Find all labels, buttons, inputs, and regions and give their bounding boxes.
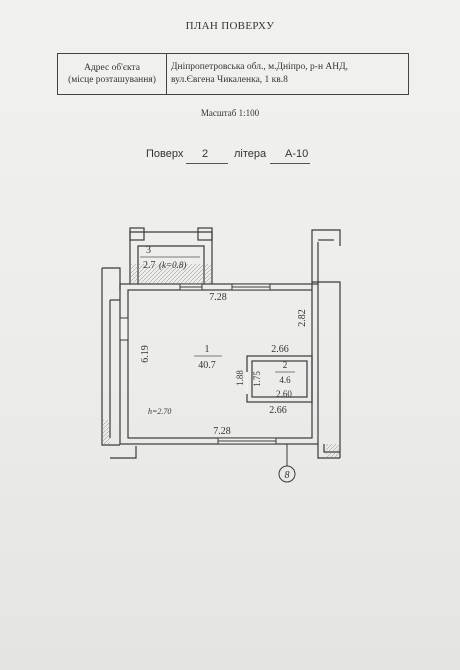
window-openings	[119, 283, 277, 445]
document-title: ПЛАН ПОВЕРХУ	[185, 20, 275, 32]
room-1-area: 40.7	[198, 360, 216, 371]
floor-label: Поверх	[146, 148, 184, 160]
address-label-line1: Адрес об'єкта	[84, 63, 140, 73]
dim-room2-left-inner: 1.75	[252, 371, 262, 387]
address-table: Адрес об'єкта (місце розташування) Дніпр…	[57, 53, 409, 95]
room-3-coefficient: (k=0.8)	[159, 260, 186, 270]
litera-label: літера	[234, 148, 267, 160]
address-value-cell: Дніпропетровська обл., м.Дніпро, р-н АНД…	[166, 53, 409, 95]
litera-value-underline	[270, 163, 310, 164]
room-3-number: 3	[146, 245, 151, 256]
ceiling-height-label: h=2.70	[148, 407, 171, 416]
room-2-number: 2	[283, 360, 288, 370]
address-value-line1: Дніпропетровська обл., м.Дніпро, р-н АНД…	[171, 62, 348, 72]
address-value-line2: вул.Євгена Чикаленка, 1 кв.8	[171, 75, 288, 85]
room-2-area: 4.6	[279, 375, 291, 385]
dim-room2-bottom-width: 2.66	[269, 405, 287, 416]
axis-marker-label: 8	[285, 470, 290, 481]
floor-value: 2	[202, 148, 209, 160]
dim-room2-top-width: 2.66	[271, 344, 289, 355]
dim-room1-left-height: 6.19	[140, 345, 151, 363]
litera-value: А-10	[285, 148, 309, 160]
dim-room1-top-width: 7.28	[209, 292, 227, 303]
dim-room2-inner-width: 2.60	[276, 389, 292, 399]
scale-label: Масштаб 1:100	[200, 108, 260, 118]
room-3-area: 2.7	[143, 260, 156, 271]
room-2-walls	[246, 355, 313, 403]
outer-walls	[101, 227, 341, 459]
axis-marker-circle	[278, 465, 296, 483]
dim-right-wall-height: 2.82	[297, 309, 308, 327]
address-label-cell: Адрес об'єкта (місце розташування)	[57, 53, 167, 95]
wall-hatching	[102, 264, 340, 458]
room-1-number: 1	[205, 344, 210, 355]
dim-room1-bottom-width: 7.28	[213, 426, 231, 437]
dim-room2-left-outer: 1.88	[235, 370, 245, 386]
address-label-line2: (місце розташування)	[68, 75, 156, 85]
floor-value-underline	[186, 163, 228, 164]
